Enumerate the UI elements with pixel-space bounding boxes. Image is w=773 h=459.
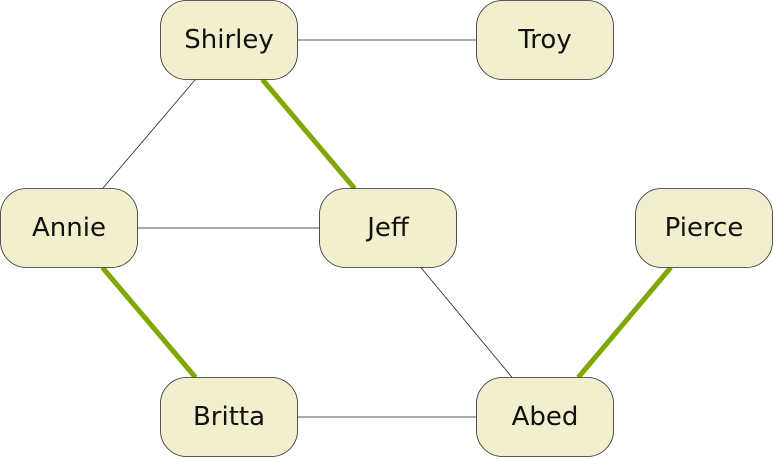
node-shirley: Shirley	[160, 0, 298, 80]
node-box-britta	[160, 377, 298, 457]
node-box-annie	[0, 188, 138, 268]
node-pierce: Pierce	[635, 188, 773, 268]
edges-layer	[100, 39, 673, 418]
node-troy: Troy	[476, 0, 614, 80]
node-label-abed: Abed	[512, 402, 579, 432]
node-label-britta: Britta	[193, 402, 265, 432]
node-box-abed	[476, 377, 614, 457]
node-jeff: Jeff	[319, 188, 457, 268]
edge-jeff-abed	[420, 267, 513, 378]
node-label-pierce: Pierce	[665, 213, 744, 243]
node-box-jeff	[319, 188, 457, 268]
edge-shirley-jeff	[260, 77, 357, 191]
node-box-troy	[476, 0, 614, 80]
node-box-shirley	[160, 0, 298, 80]
edge-pierce-abed	[576, 265, 673, 380]
node-label-troy: Troy	[517, 25, 571, 55]
node-label-jeff: Jeff	[365, 213, 410, 243]
edge-shirley-annie	[102, 79, 196, 189]
node-annie: Annie	[0, 188, 138, 268]
node-abed: Abed	[476, 377, 614, 457]
node-label-shirley: Shirley	[184, 25, 274, 55]
edge-annie-britta	[100, 265, 198, 380]
node-label-annie: Annie	[32, 213, 106, 243]
node-britta: Britta	[160, 377, 298, 457]
